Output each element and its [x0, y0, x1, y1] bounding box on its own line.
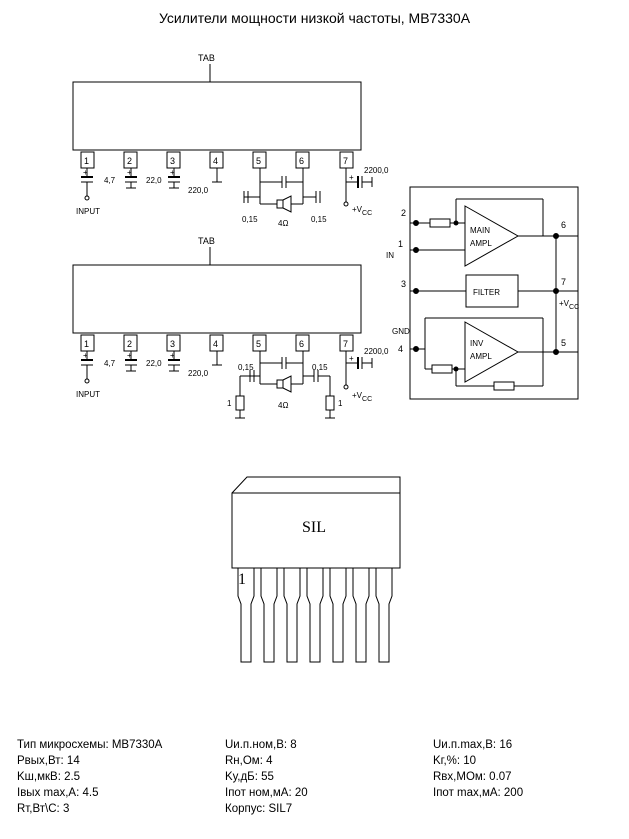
vcc-label: +V [352, 205, 363, 214]
vcc-label: +V [559, 299, 570, 308]
pin-label: 2 [127, 156, 132, 166]
spec-item: Kш,мкВ: 2.5 [17, 771, 81, 783]
ic-body [72, 81, 362, 151]
page-title: Усилители мощности низкой частоты, MB733… [158, 10, 471, 26]
sil-package: SIL 1 [231, 476, 401, 663]
pin-label: 1 [84, 156, 89, 166]
svg-text:+: + [349, 354, 354, 363]
svg-text:+: + [127, 168, 132, 177]
main-amp-label: MAIN [470, 226, 490, 235]
inv-amp-label: AMPL [470, 352, 492, 361]
spec-item: Uи.п.max,В: 16 [433, 739, 513, 751]
package-name: SIL [302, 519, 326, 536]
spec-item: Kг,%: 10 [433, 755, 477, 767]
cap-value: 22,0 [146, 176, 162, 185]
tab-label: TAB [198, 53, 215, 63]
cap-value: 4,7 [104, 359, 116, 368]
spec-item: Iвых max,A: 4.5 [17, 787, 99, 799]
specs-column-2: Uи.п.ном,В: 8 Rн,Ом: 4 Kу,дБ: 55 Iпот но… [225, 737, 308, 817]
pin-label: 7 [343, 156, 348, 166]
pin-label: 4 [213, 339, 218, 349]
block-outline [409, 186, 579, 400]
block-diagram: MAIN AMPL FILTER INV AMPL [386, 186, 579, 400]
load-label: 4Ω [278, 219, 288, 228]
vcc-sub: CC [569, 304, 579, 311]
tab-label: TAB [198, 236, 215, 246]
circuit-top: TAB 1 2 3 4 5 6 7 + 4,7 INPUT [72, 53, 389, 228]
cap-value: 0,15 [311, 215, 327, 224]
spec-item: Pвых,Вт: 14 [17, 755, 80, 767]
package-leads [237, 568, 393, 663]
pin-label: 3 [170, 339, 175, 349]
block-pin-label: 5 [561, 338, 566, 348]
main-amp-triangle [464, 205, 520, 267]
vcc-sub: CC [362, 210, 372, 217]
resistor-value: 1 [227, 399, 232, 408]
load-label: 4Ω [278, 401, 288, 410]
svg-text:+: + [170, 168, 175, 177]
spec-item: Корпус: SIL7 [225, 803, 293, 815]
cap-value: 4,7 [104, 176, 116, 185]
package-body [231, 492, 401, 569]
cap-value: 22,0 [146, 359, 162, 368]
spec-item: Тип микросхемы: MB7330A [17, 739, 163, 751]
circuit-bottom: TAB 1 2 3 4 5 6 7 + 4,7 INPUT + [72, 236, 389, 419]
inv-amp-label: INV [470, 339, 484, 348]
ic-body [72, 264, 362, 334]
svg-text:+: + [127, 351, 132, 360]
spec-item: Kу,дБ: 55 [225, 771, 274, 783]
block-pin-label: 4 [398, 344, 403, 354]
specs-column-3: Uи.п.max,В: 16 Kг,%: 10 Rвх,МОм: 0.07 Iп… [433, 737, 523, 801]
block-pin-label: 7 [561, 277, 566, 287]
main-amp-label: AMPL [470, 239, 492, 248]
spec-item: Rт,Вт\С: 3 [17, 803, 70, 815]
cap-value: 2200,0 [364, 166, 389, 175]
pin1-label: 1 [238, 571, 246, 588]
cap-value: 2200,0 [364, 347, 389, 356]
pin-label: 7 [343, 339, 348, 349]
resistor-value: 1 [338, 399, 343, 408]
svg-text:+VCC: +VCC [559, 299, 579, 311]
cap-value: 0,15 [242, 215, 258, 224]
svg-text:+: + [83, 168, 88, 177]
block-pin-label: 6 [561, 220, 566, 230]
svg-text:+VCC: +VCC [352, 391, 372, 403]
pin-label: 1 [84, 339, 89, 349]
cap-value: 0,15 [312, 363, 328, 372]
cap-value: 220,0 [188, 186, 209, 195]
pin-label: 2 [127, 339, 132, 349]
input-label: INPUT [76, 207, 100, 216]
in-label: IN [386, 251, 394, 260]
spec-item: Iпот ном,мА: 20 [225, 787, 308, 799]
block-pin-label: 1 [398, 239, 403, 249]
spec-item: Rвх,МОм: 0.07 [433, 771, 512, 783]
pin-label: 5 [256, 339, 261, 349]
block-pin-label: 3 [401, 279, 406, 289]
inv-amp-triangle [464, 321, 520, 383]
cap-value: 220,0 [188, 369, 209, 378]
svg-text:+VCC: +VCC [352, 205, 372, 217]
block-pin-label: 2 [401, 208, 406, 218]
pin-label: 5 [256, 156, 261, 166]
pin-label: 6 [299, 156, 304, 166]
spec-item: Iпот max,мА: 200 [433, 787, 524, 799]
input-label: INPUT [76, 390, 100, 399]
svg-text:+: + [170, 351, 175, 360]
svg-text:+: + [83, 351, 88, 360]
gnd-label: GND [392, 327, 410, 336]
filter-label: FILTER [473, 288, 500, 297]
svg-text:+: + [349, 173, 354, 182]
vcc-label: +V [352, 391, 363, 400]
pin-label: 6 [299, 339, 304, 349]
pin-label: 4 [213, 156, 218, 166]
cap-value: 0,15 [238, 363, 254, 372]
vcc-sub: CC [362, 396, 372, 403]
pin-label: 3 [170, 156, 175, 166]
specs-column-1: Тип микросхемы: MB7330A Pвых,Вт: 14 Kш,м… [17, 737, 162, 817]
spec-item: Rн,Ом: 4 [225, 755, 273, 767]
spec-item: Uи.п.ном,В: 8 [225, 739, 297, 751]
